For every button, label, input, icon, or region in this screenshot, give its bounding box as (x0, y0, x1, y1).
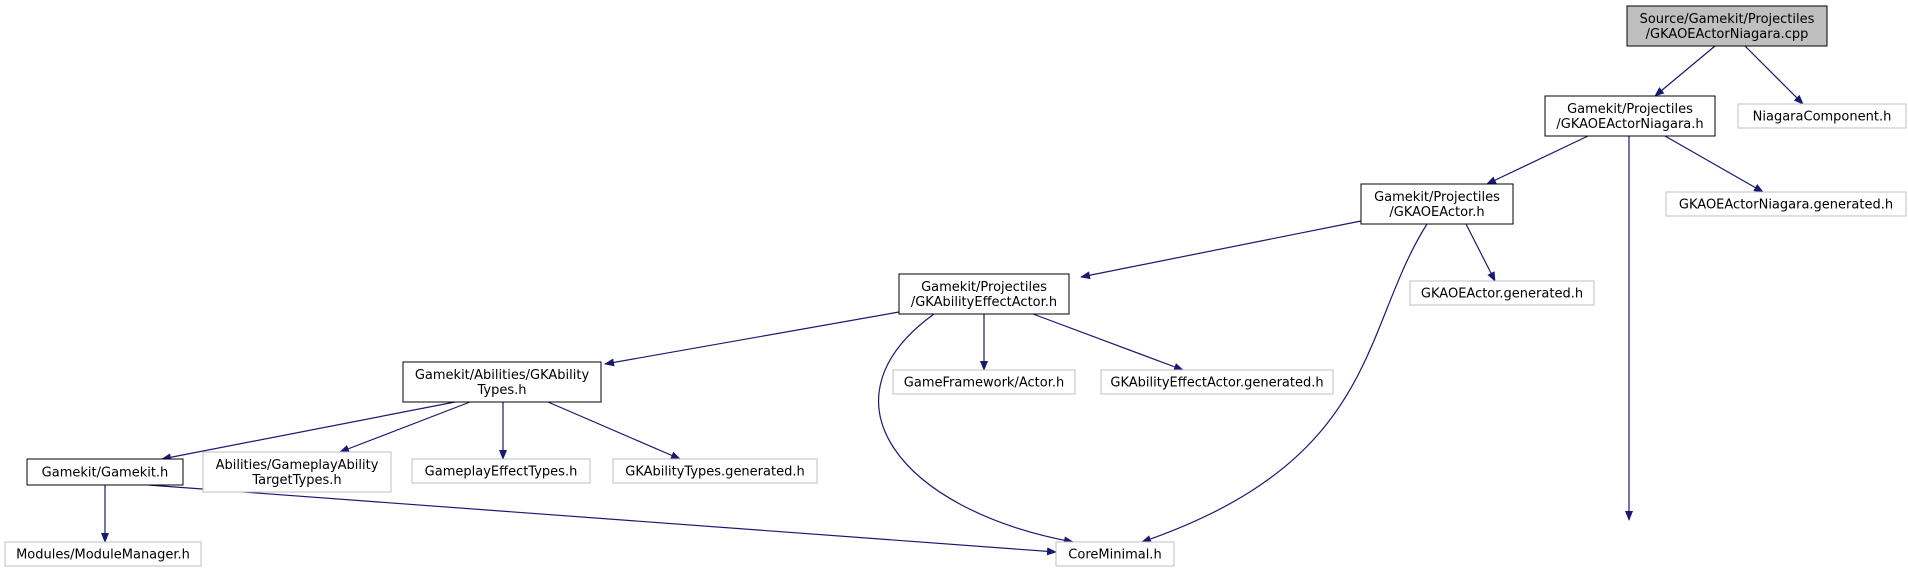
node-label-line: Gamekit/Projectiles (1567, 102, 1693, 117)
node-box (1409, 280, 1595, 306)
edge-ability_types_h-to-gamekit_h (161, 401, 456, 462)
edge-root-to-niagara_component (1744, 45, 1804, 105)
node-box (4, 541, 202, 567)
node-label-line: Gamekit/Projectiles (1374, 190, 1500, 205)
edge-effect_actor_h-to-effect_generated (1032, 313, 1184, 371)
node-label-line: GameplayEffectTypes.h (425, 465, 578, 480)
node-root[interactable]: Source/Gamekit/Projectiles/GKAOEActorNia… (1626, 5, 1828, 47)
edge-niagara_h-to-aoe_actor_h (1486, 135, 1589, 185)
edge-aoe_actor_h-to-aoe_generated (1465, 223, 1496, 282)
node-label-line: GameFramework/Actor.h (904, 376, 1064, 391)
node-box (202, 451, 392, 493)
node-gf-actor: GameFramework/Actor.h (892, 369, 1076, 395)
node-aoe-actor-h[interactable]: Gamekit/Projectiles/GKAOEActor.h (1360, 183, 1514, 225)
node-box (1626, 5, 1828, 47)
node-core-minimal: CoreMinimal.h (1055, 541, 1175, 567)
edge-ability_types_h-to-ability_generated (547, 401, 681, 460)
node-label-line: GKAOEActor.generated.h (1421, 287, 1583, 302)
node-label-line: TargetTypes.h (251, 473, 341, 488)
node-label-line: GKAbilityTypes.generated.h (625, 465, 804, 480)
edge-effect_actor_h-to-core_minimal (878, 313, 1074, 545)
node-box (892, 369, 1076, 395)
edge-gamekit_h-to-core_minimal (147, 484, 1057, 556)
node-label-line: Types.h (476, 383, 526, 398)
node-niagara-h[interactable]: Gamekit/Projectiles/GKAOEActorNiagara.h (1544, 95, 1716, 137)
node-gamekit-h[interactable]: Gamekit/Gamekit.h (26, 458, 184, 486)
node-niagara-generated: GKAOEActorNiagara.generated.h (1665, 191, 1907, 217)
node-label-line: /GKAbilityEffectActor.h (911, 295, 1057, 310)
node-label-line: /GKAOEActorNiagara.cpp (1646, 27, 1809, 42)
node-label-line: Gamekit/Projectiles (921, 280, 1047, 295)
node-box (1100, 369, 1334, 395)
node-label-line: /GKAOEActor.h (1389, 205, 1484, 220)
node-box (411, 458, 591, 484)
edge-aoe_actor_h-to-effect_actor_h (1080, 220, 1362, 280)
node-effect-types: GameplayEffectTypes.h (411, 458, 591, 484)
edge-effect_actor_h-to-ability_types_h (604, 311, 900, 367)
node-aoe-generated: GKAOEActor.generated.h (1409, 280, 1595, 306)
node-label-line: Source/Gamekit/Projectiles (1640, 12, 1815, 27)
nodes-layer: Source/Gamekit/Projectiles/GKAOEActorNia… (4, 5, 1907, 567)
node-effect-actor-h[interactable]: Gamekit/Projectiles/GKAbilityEffectActor… (898, 273, 1070, 315)
node-box (1737, 103, 1907, 129)
node-ability-generated: GKAbilityTypes.generated.h (612, 458, 818, 484)
node-module-manager: Modules/ModuleManager.h (4, 541, 202, 567)
node-label-line: Modules/ModuleManager.h (16, 548, 190, 563)
node-label-line: /GKAOEActorNiagara.h (1556, 117, 1703, 132)
edge-root-to-niagara_h (1654, 45, 1716, 97)
node-label-line: GKAOEActorNiagara.generated.h (1679, 198, 1893, 213)
node-niagara-component: NiagaraComponent.h (1737, 103, 1907, 129)
node-box (1665, 191, 1907, 217)
node-label-line: Abilities/GameplayAbility (216, 458, 379, 473)
node-label-line: NiagaraComponent.h (1753, 110, 1892, 125)
node-label-line: GKAbilityEffectActor.generated.h (1110, 376, 1323, 391)
edges-layer (101, 45, 1804, 556)
node-box (612, 458, 818, 484)
node-box (1055, 541, 1175, 567)
edge-ability_types_h-to-target_types (339, 401, 471, 453)
node-box (26, 458, 184, 486)
node-label-line: CoreMinimal.h (1068, 548, 1161, 563)
node-box (898, 273, 1070, 315)
node-box (1360, 183, 1514, 225)
node-box (1544, 95, 1716, 137)
node-ability-types-h[interactable]: Gamekit/Abilities/GKAbilityTypes.h (402, 361, 602, 403)
edge-niagara_h-to-niagara_generated (1664, 135, 1764, 193)
node-box (402, 361, 602, 403)
edge-aoe_actor_h-to-core_minimal (1141, 223, 1428, 543)
node-effect-generated: GKAbilityEffectActor.generated.h (1100, 369, 1334, 395)
node-label-line: Gamekit/Abilities/GKAbility (415, 368, 590, 383)
node-label-line: Gamekit/Gamekit.h (42, 466, 169, 481)
